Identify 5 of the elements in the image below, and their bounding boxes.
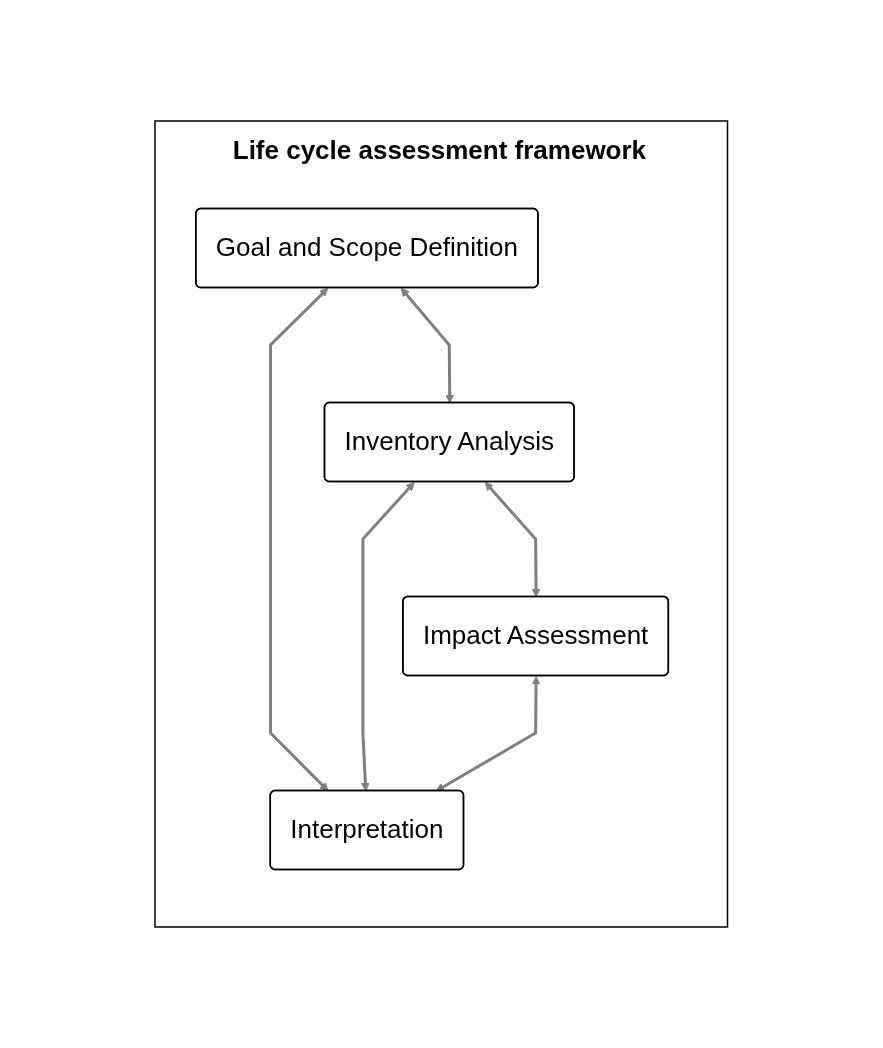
- arrow: [401, 287, 455, 404]
- arrow: [435, 676, 541, 792]
- arrow: [361, 481, 415, 792]
- arrow: [485, 481, 541, 598]
- arrow: [269, 287, 329, 792]
